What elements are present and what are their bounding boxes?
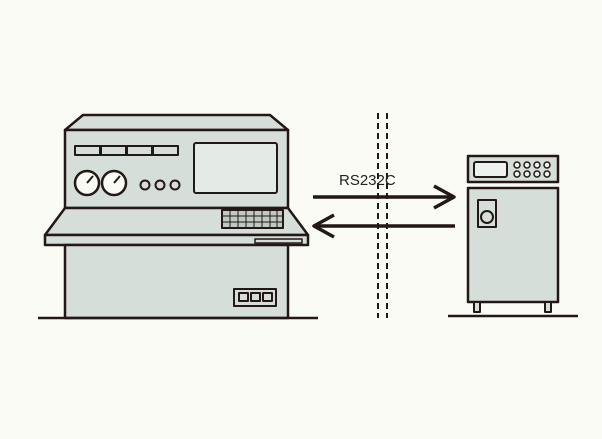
cabinet-buttons: [513, 161, 551, 178]
desk-slot: [254, 238, 303, 244]
cabinet-display: [473, 161, 508, 178]
link-label: RS232C: [339, 172, 396, 189]
arrow-right-icon: [313, 184, 456, 210]
indicator-slots: [74, 145, 179, 156]
console-lower-body: [63, 243, 290, 320]
connector-box: [233, 288, 277, 307]
separator-dashed-lines: [377, 113, 388, 318]
arrow-left-icon: [312, 213, 455, 239]
cabinet-foot: [544, 301, 552, 313]
console-buttons: [139, 179, 181, 191]
knob-icon: [480, 210, 494, 224]
control-console: [38, 113, 318, 320]
console-screen: [193, 142, 278, 194]
instrument-cabinet: [448, 154, 578, 318]
gauge-icon: [73, 169, 128, 197]
console-roof: [63, 113, 290, 132]
cabinet-foot: [473, 301, 481, 313]
keyboard-icon: [221, 209, 284, 229]
